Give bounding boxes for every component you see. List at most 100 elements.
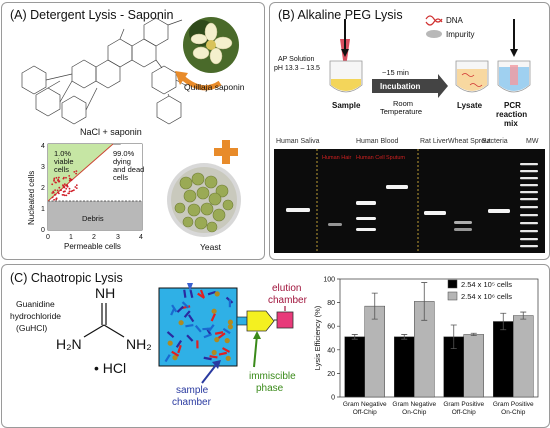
category-label: Gram Negative	[343, 401, 387, 408]
cell-event-dot	[68, 175, 71, 177]
category-label: On-Chip	[501, 409, 526, 416]
gel-image	[274, 149, 545, 253]
ladder-band	[520, 230, 538, 233]
particle	[211, 349, 217, 356]
elution-label-2: chamber	[268, 295, 308, 306]
cell-event-dot	[57, 191, 59, 194]
pcr-label-3: mix	[504, 119, 518, 128]
svg-text:0: 0	[41, 227, 45, 234]
panel-b: (B) Alkaline PEG Lysis DNA Impurity AP S…	[269, 2, 550, 260]
cell-event-dot	[53, 179, 55, 181]
debris-label: Debris	[82, 214, 104, 223]
svg-text:4: 4	[41, 143, 45, 150]
immiscible-label-2: phase	[256, 383, 284, 394]
cell-event-dot	[75, 187, 78, 190]
cell-event-dot	[65, 187, 68, 190]
impurity-icon	[426, 30, 442, 38]
cell-event-dot	[51, 183, 54, 186]
legend-impurity: Impurity	[446, 30, 474, 39]
particle	[177, 344, 182, 354]
cell-event-dot	[57, 179, 59, 182]
cell-event-dot	[68, 187, 71, 190]
dying-line-4: cells	[113, 173, 128, 182]
reagent-label: NaCl + saponin	[80, 127, 142, 137]
cell-event-dot	[68, 179, 71, 182]
particle	[218, 351, 228, 356]
particle	[211, 308, 217, 314]
yeast-label: Yeast	[200, 242, 222, 252]
cell-event-dot	[58, 186, 61, 189]
svg-text:H₂N: H₂N	[56, 336, 82, 352]
pcr-label: PCR	[504, 101, 521, 110]
cell-event-dot	[53, 177, 56, 180]
cell-event-dot	[75, 184, 78, 187]
category-label: Off-Chip	[353, 409, 377, 416]
gel-label-bacteria: Bacteria	[482, 138, 508, 145]
viable-line-2: viable	[54, 157, 74, 166]
particle	[222, 347, 231, 353]
cell-event-dot	[63, 190, 66, 193]
particle	[183, 310, 191, 318]
particle	[203, 333, 212, 339]
particle	[208, 324, 215, 332]
gel-label-liver: Rat Liver	[420, 138, 449, 145]
bar-2-series-1	[463, 334, 484, 398]
ladder-band	[520, 198, 538, 201]
dying-region	[56, 144, 142, 201]
cell-event-dot	[55, 198, 58, 201]
debris-region	[48, 201, 142, 230]
gel-red-sputum: Sputum	[386, 155, 405, 161]
lysate-particles	[164, 289, 234, 363]
particle	[197, 292, 205, 299]
bar-1-series-0	[394, 336, 415, 398]
ladder-band	[520, 191, 538, 194]
y-tick-label: 60	[327, 324, 335, 331]
panel-b-svg: DNA Impurity AP Solution pH 13.3 – 13.5 …	[274, 15, 545, 253]
cell-event-dot	[54, 189, 56, 192]
immiscible-phase-icon	[246, 310, 275, 332]
cell-event-dot	[59, 189, 62, 192]
particle	[227, 324, 233, 330]
gel-label-mw: MW	[526, 138, 539, 145]
panel-c-title: (C) Chaotropic Lysis	[10, 271, 123, 285]
cell-event-dot	[69, 178, 72, 181]
y-tick-label: 100	[323, 277, 335, 284]
panel-a-svg: Yeast Quillaja saponin NaCl + saponin 1.…	[21, 17, 245, 252]
particle	[214, 337, 220, 343]
mw-ladder	[520, 163, 538, 248]
particle	[175, 339, 183, 348]
gel-dividers	[316, 149, 419, 253]
svg-text:1: 1	[41, 206, 45, 213]
ladder-band	[520, 177, 538, 180]
category-label: Off-Chip	[452, 409, 476, 416]
legend-swatch-0	[447, 279, 458, 289]
cell-event-dot	[75, 172, 77, 175]
category-label: On-Chip	[402, 409, 427, 416]
elution-label-1: elution	[272, 283, 301, 294]
cell-event-dot	[63, 183, 66, 186]
channel	[236, 316, 248, 326]
cell-event-dot	[58, 176, 60, 179]
quillaja-flower-photo	[183, 17, 239, 73]
cell-event-dot	[71, 189, 74, 192]
dying-percent: 99.0%	[113, 149, 135, 158]
panel-c: (C) Chaotropic Lysis Guanidine hydrochlo…	[1, 264, 550, 428]
category-label: Gram Negative	[392, 401, 436, 408]
particle	[207, 290, 217, 296]
particle	[224, 338, 230, 344]
particle	[199, 289, 205, 298]
guanidine-line-2: hydrochloride	[10, 311, 61, 321]
particle	[185, 323, 194, 328]
saponin-label: Quillaja saponin	[184, 82, 245, 92]
category-label: Gram Positive	[493, 401, 534, 408]
particle	[183, 289, 187, 298]
panel-b-title: (B) Alkaline PEG Lysis	[278, 8, 403, 22]
viable-percent: 1.0%	[54, 149, 71, 158]
cell-event-dot	[75, 170, 78, 173]
y-tick-label: 0	[331, 395, 335, 402]
sample-label: Sample	[332, 101, 361, 110]
sample-pointer-icon	[212, 360, 221, 369]
flow-xlabel: Permeable cells	[64, 242, 121, 251]
cell-events	[51, 170, 78, 201]
